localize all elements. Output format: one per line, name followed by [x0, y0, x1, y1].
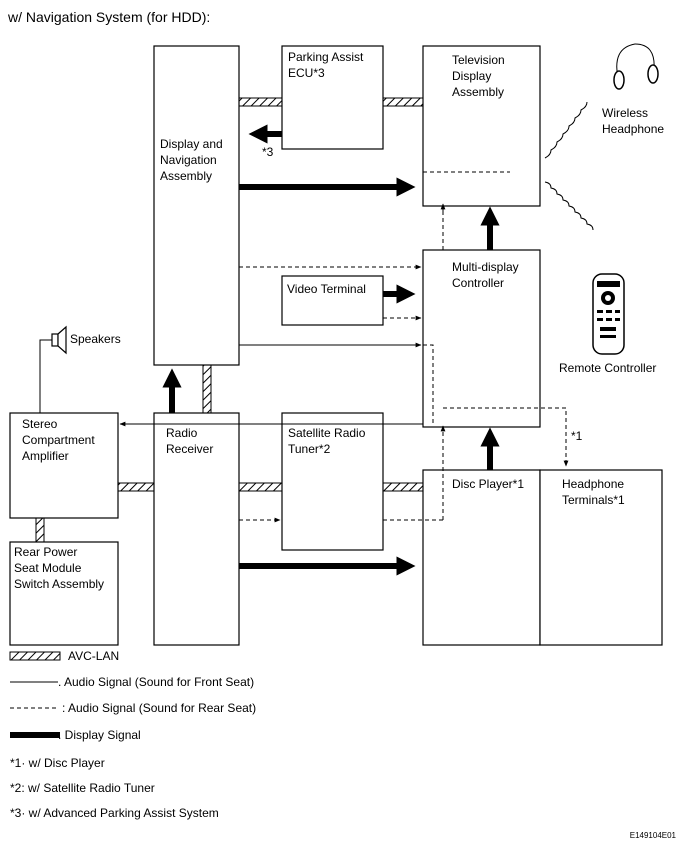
parking-assist-ecu-box [281, 45, 384, 150]
stereo-amplifier-box [9, 412, 119, 519]
remote-controller-icon [592, 273, 625, 355]
annotation-star1: *1 [571, 429, 583, 443]
speaker-icon [51, 325, 67, 355]
label-satellite-tuner: Satellite Radio Tuner*2 [288, 426, 369, 456]
audio-rear-lines [239, 171, 569, 523]
label-remote-controller: Remote Controller [559, 361, 656, 375]
headphone-icon [613, 43, 659, 90]
legend-audio-rear: : Audio Signal (Sound for Rear Seat) [62, 701, 256, 715]
label-parking-ecu: Parking Assist ECU*3 [288, 50, 367, 80]
legend-display-signal: . Display Signal [58, 728, 141, 742]
legend-display-signal-swatch [10, 732, 60, 738]
label-display-nav: Display and Navigation Assembly [160, 137, 226, 183]
video-terminal-box [281, 275, 384, 326]
footnote-1: *1· w/ Disc Player [10, 756, 105, 770]
footnote-3: *3· w/ Advanced Parking Assist System [10, 806, 219, 820]
rear-power-seat-box [9, 541, 119, 646]
label-radio-receiver: Radio Receiver [166, 426, 213, 456]
label-speakers: Speakers [70, 332, 121, 346]
footnote-2: *2: w/ Satellite Radio Tuner [10, 781, 155, 795]
label-wireless-headphone: Wireless Headphone [602, 106, 664, 136]
label-stereo-amp: Stereo Compartment Amplifier [22, 417, 98, 463]
disc-player-box [422, 469, 541, 646]
legend: AVC-LAN . Audio Signal (Sound for Front … [9, 649, 256, 742]
satellite-tuner-box [281, 412, 384, 551]
label-video-terminal: Video Terminal [287, 282, 366, 296]
legend-audio-front: . Audio Signal (Sound for Front Seat) [58, 675, 254, 689]
footnotes: *1· w/ Disc Player *2: w/ Satellite Radi… [10, 756, 219, 820]
label-disc-player: Disc Player*1 [452, 477, 524, 491]
multi-display-controller-box [422, 249, 541, 428]
legend-avc-lan: AVC-LAN [68, 649, 119, 663]
figure-id: E149104E01 [630, 831, 677, 840]
wireless-signal-waves [544, 101, 594, 231]
display-signal-arrows [162, 124, 500, 576]
annotation-star3: *3 [262, 145, 274, 159]
label-rear-power-seat: Rear Power Seat Module Switch Assembly [14, 545, 104, 591]
audio-front-lines [39, 339, 423, 427]
radio-receiver-box [153, 412, 240, 646]
label-headphone-terminals: Headphone Terminals*1 [562, 477, 627, 507]
television-display-box [422, 45, 541, 207]
label-multi-display: Multi-display Controller [452, 260, 522, 290]
display-navigation-box [153, 45, 240, 366]
headphone-terminals-box [539, 469, 663, 646]
legend-avc-lan-swatch [9, 651, 61, 661]
diagram-title: w/ Navigation System (for HDD): [7, 9, 210, 25]
label-tv-display: Television Display Assembly [452, 53, 508, 99]
